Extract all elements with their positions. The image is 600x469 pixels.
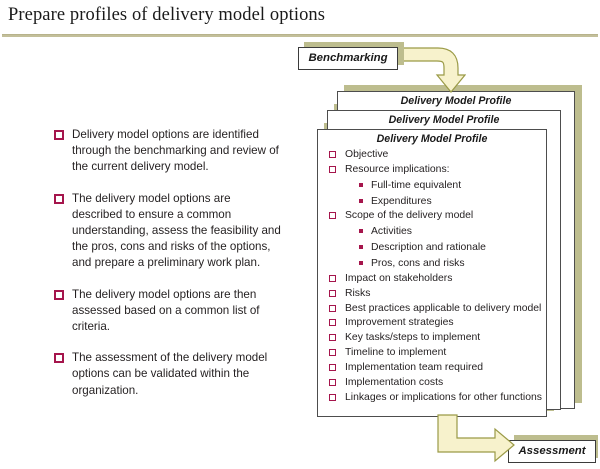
profile-item: Implementation team required xyxy=(326,361,540,376)
list-item: The delivery model options are then asse… xyxy=(53,287,281,336)
profile-item-text: Pros, cons and risks xyxy=(371,257,465,269)
list-item: Delivery model options are identified th… xyxy=(53,127,281,176)
profile-item: Scope of the delivery model xyxy=(326,209,540,224)
profile-card-front-title: Delivery Model Profile xyxy=(376,133,488,145)
square-bullet-icon xyxy=(329,349,336,357)
profile-item-text: Description and rationale xyxy=(371,242,486,254)
title-divider xyxy=(2,34,598,37)
profile-item: Implementation costs xyxy=(326,376,540,391)
list-item-text: Delivery model options are identified th… xyxy=(72,128,279,174)
square-bullet-icon xyxy=(54,193,64,204)
profile-sub-item: Full-time equivalent xyxy=(326,178,540,194)
list-item: The delivery model options are described… xyxy=(53,191,281,272)
small-square-bullet-icon xyxy=(359,245,363,250)
profile-item: Risks xyxy=(326,287,540,302)
profile-item: Objective xyxy=(326,148,540,163)
profile-item-text: Impact on stakeholders xyxy=(345,272,453,284)
benchmarking-label: Benchmarking xyxy=(308,51,388,64)
list-item-text: The delivery model options are described… xyxy=(72,191,281,270)
profile-item-text: Activities xyxy=(371,226,412,238)
square-bullet-icon xyxy=(329,289,336,297)
square-bullet-icon xyxy=(329,364,336,372)
profile-item-text: Risks xyxy=(345,287,371,299)
profile-item-text: Key tasks/steps to implement xyxy=(345,332,481,344)
profile-sub-item: Activities xyxy=(326,224,540,240)
page-title: Prepare profiles of delivery model optio… xyxy=(8,5,326,25)
profile-sub-item: Description and rationale xyxy=(326,240,540,256)
profile-item: Impact on stakeholders xyxy=(326,272,540,287)
profile-item-text: Best practices applicable to delivery mo… xyxy=(345,302,542,314)
profile-item-text: Linkages or implications for other funct… xyxy=(345,391,542,403)
list-item-text: The delivery model options are then asse… xyxy=(72,287,260,334)
profile-item-text: Full-time equivalent xyxy=(371,179,462,191)
square-bullet-icon xyxy=(329,334,336,342)
left-bullet-list: Delivery model options are identified th… xyxy=(53,127,281,399)
profile-item-text: Scope of the delivery model xyxy=(345,210,474,222)
square-bullet-icon xyxy=(329,212,336,220)
small-square-bullet-icon xyxy=(359,260,363,265)
curved-arrow-down-icon xyxy=(396,47,466,93)
profile-item-text: Objective xyxy=(345,149,389,160)
elbow-arrow-right-icon xyxy=(437,414,515,463)
square-bullet-icon xyxy=(54,289,64,300)
small-square-bullet-icon xyxy=(359,182,363,187)
profile-item-text: Implementation team required xyxy=(345,362,484,374)
profile-item-text: Improvement strategies xyxy=(345,317,454,329)
profile-item: Best practices applicable to delivery mo… xyxy=(326,302,542,317)
profile-item: Linkages or implications for other funct… xyxy=(326,391,542,406)
square-bullet-icon xyxy=(54,353,64,364)
square-bullet-icon xyxy=(329,319,336,327)
square-bullet-icon xyxy=(329,274,336,282)
square-bullet-icon xyxy=(329,165,336,173)
profile-card-back-title: Delivery Model Profile xyxy=(400,95,512,107)
profile-card-middle-title: Delivery Model Profile xyxy=(388,114,500,126)
profile-item: Improvement strategies xyxy=(326,316,540,331)
list-item: The assessment of the delivery model opt… xyxy=(53,350,281,399)
profile-sub-item: Pros, cons and risks xyxy=(326,256,540,272)
profile-item-text: Implementation costs xyxy=(345,377,444,389)
square-bullet-icon xyxy=(329,393,336,401)
profile-item: Timeline to implement xyxy=(326,346,540,361)
list-item-text: The assessment of the delivery model opt… xyxy=(72,351,268,397)
square-bullet-icon xyxy=(329,151,336,158)
profile-item-text: Expenditures xyxy=(371,195,432,207)
profile-sub-item: Expenditures xyxy=(326,194,540,210)
profile-item: Resource implications: xyxy=(326,163,540,178)
small-square-bullet-icon xyxy=(359,229,363,234)
profile-item-text: Resource implications: xyxy=(345,163,450,175)
square-bullet-icon xyxy=(329,379,336,387)
profile-item-text: Timeline to implement xyxy=(345,347,447,359)
assessment-label: Assessment xyxy=(518,444,586,457)
benchmarking-box[interactable]: Benchmarking xyxy=(298,47,398,70)
assessment-box[interactable]: Assessment xyxy=(508,440,596,463)
profile-item: Key tasks/steps to implement xyxy=(326,331,540,346)
square-bullet-icon xyxy=(329,304,336,312)
small-square-bullet-icon xyxy=(359,198,363,203)
square-bullet-icon xyxy=(54,130,64,140)
